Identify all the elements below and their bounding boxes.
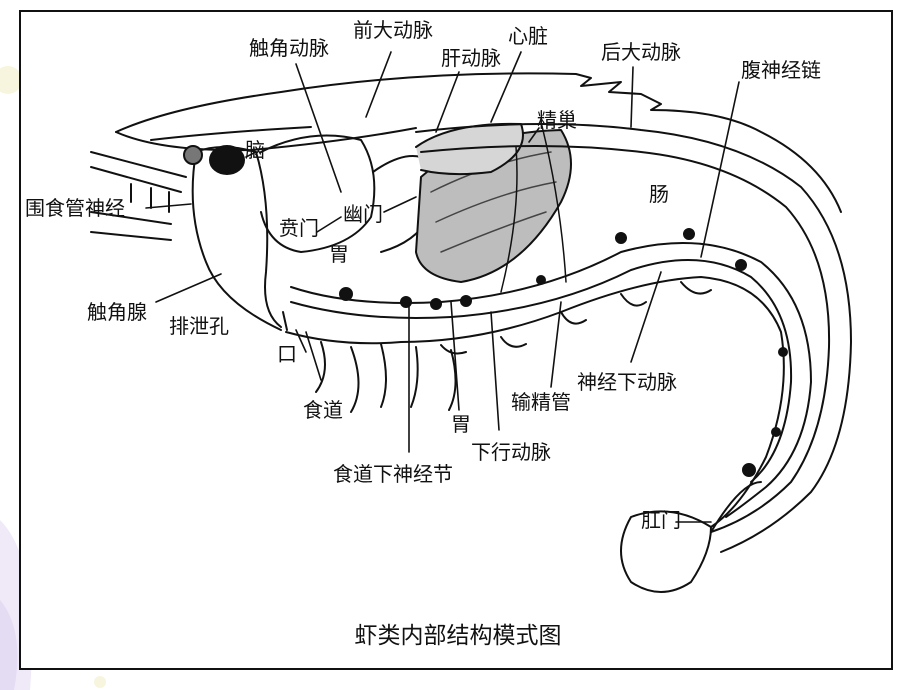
label-esophagus: 食道 xyxy=(303,398,343,422)
label-anterior-aorta: 前大动脉 xyxy=(353,18,433,42)
shrimp-anatomy-illustration xyxy=(90,51,852,593)
label-antennal-artery: 触角动脉 xyxy=(249,36,329,60)
label-subneural-artery: 神经下动脉 xyxy=(577,370,677,394)
label-stomach-upper: 胃 xyxy=(329,242,349,266)
label-posterior-aorta: 后大动脉 xyxy=(601,40,681,64)
label-descending-artery: 下行动脉 xyxy=(471,440,551,464)
diagram-frame: 触角动脉 前大动脉 肝动脉 心脏 后大动脉 腹神经链 脑 精巢 围食管神经 肠 … xyxy=(19,10,893,670)
label-circumesophageal-nerve: 围食管神经 xyxy=(25,196,125,220)
label-testis: 精巢 xyxy=(537,108,577,132)
label-antennal-gland: 触角腺 xyxy=(87,300,147,324)
label-mouth: 口 xyxy=(277,342,297,366)
label-stomach-lower: 胃 xyxy=(451,412,471,436)
label-cardia: 贲门 xyxy=(279,216,319,240)
diagram-caption: 虾类内部结构模式图 xyxy=(354,623,562,649)
label-excretory-pore: 排泄孔 xyxy=(169,314,229,338)
label-pylorus: 幽门 xyxy=(343,202,383,226)
label-heart: 心脏 xyxy=(508,24,548,48)
label-vas-deferens: 输精管 xyxy=(511,390,571,414)
label-ventral-nerve-cord: 腹神经链 xyxy=(741,58,821,82)
label-intestine: 肠 xyxy=(649,182,669,206)
label-subesophageal-ganglion: 食道下神经节 xyxy=(333,462,453,486)
label-anus: 肛门 xyxy=(641,508,681,532)
label-hepatic-artery: 肝动脉 xyxy=(441,46,501,70)
label-brain: 脑 xyxy=(245,138,265,162)
